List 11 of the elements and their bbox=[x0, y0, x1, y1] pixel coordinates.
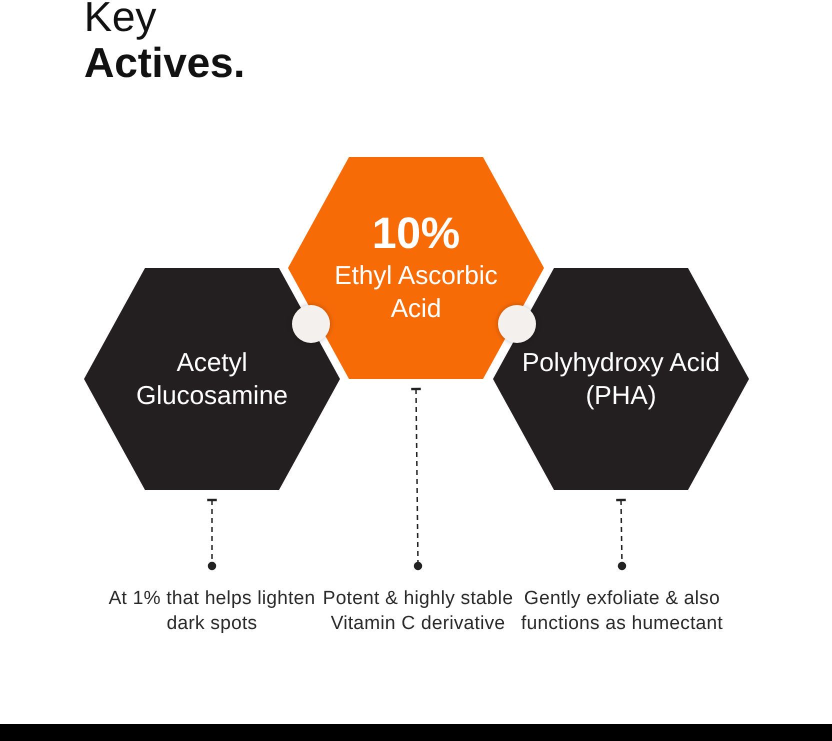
description-text: Potent & highly stable Vitamin C derivative bbox=[322, 587, 514, 636]
dashed-connector bbox=[615, 498, 627, 570]
description-text: At 1% that helps lighten dark spots bbox=[108, 587, 316, 636]
description-text: Gently exfoliate & also functions as humectant bbox=[520, 587, 724, 636]
ingredient-name: Acetyl Glucosamine bbox=[135, 346, 289, 412]
percentage-text: 10% bbox=[372, 211, 460, 257]
dashed-connector bbox=[206, 498, 218, 570]
dashed-connector bbox=[410, 388, 422, 570]
ingredient-name: Polyhydroxy Acid (PHA) bbox=[521, 346, 721, 412]
title: Key Actives. bbox=[84, 0, 246, 86]
ingredient-name: Ethyl Ascorbic Acid bbox=[333, 259, 499, 325]
